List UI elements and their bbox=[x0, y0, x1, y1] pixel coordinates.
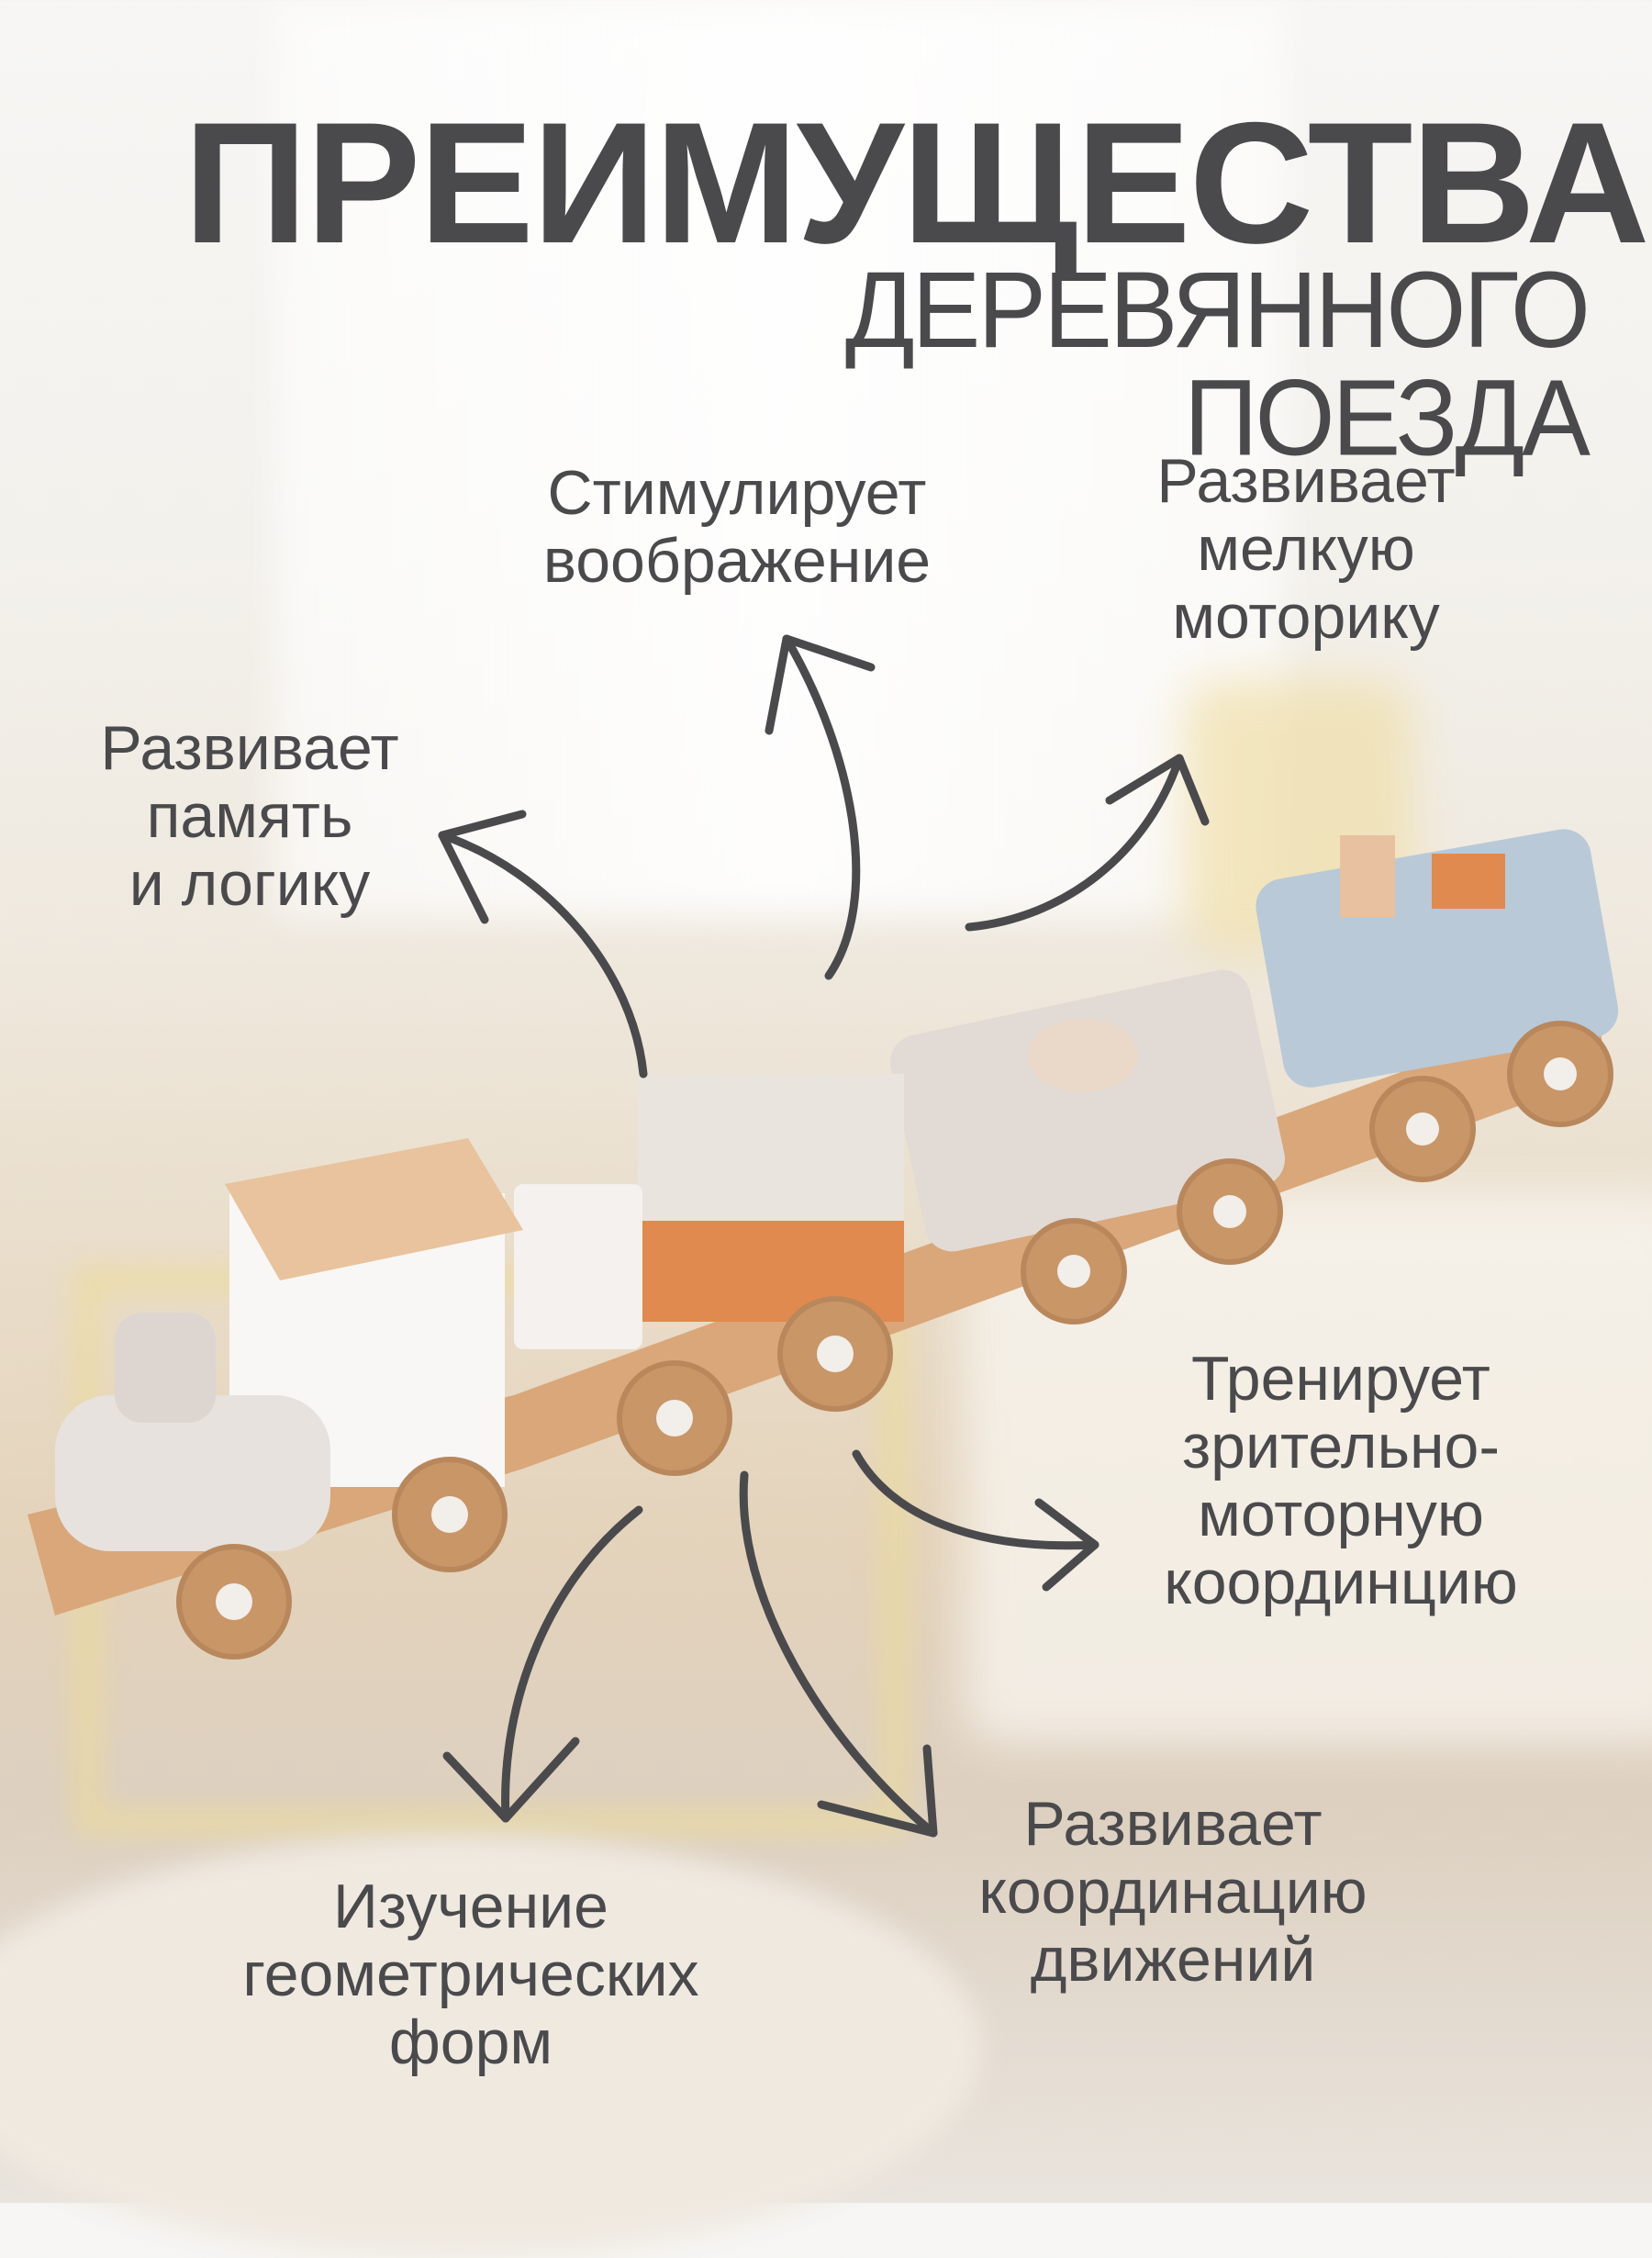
arrow-to-eye-hand-icon bbox=[852, 1449, 1099, 1592]
locomotive bbox=[55, 1138, 523, 1551]
benefit-line: воображение bbox=[542, 526, 932, 596]
stacker-wagon bbox=[514, 1074, 904, 1349]
arrow-to-geometry-icon bbox=[442, 1505, 643, 1823]
benefit-line: координацию bbox=[978, 1857, 1367, 1927]
arrow-to-movement-icon bbox=[739, 1470, 938, 1838]
benefit-geometry: Изучение геометрических форм bbox=[150, 1872, 792, 2076]
benefit-line: Стимулирует bbox=[547, 458, 927, 528]
benefit-memory: Развивает память и логику bbox=[0, 714, 571, 918]
benefit-line: координцию bbox=[1164, 1548, 1518, 1617]
benefit-line: форм bbox=[388, 2007, 553, 2077]
benefit-line: движений bbox=[1030, 1925, 1316, 1995]
wagon-grey bbox=[890, 969, 1285, 1252]
wheels bbox=[176, 1021, 1613, 1660]
benefit-line: Тренирует bbox=[1191, 1344, 1490, 1414]
benefit-line: память bbox=[146, 781, 353, 851]
arrows-layer bbox=[438, 634, 1210, 1838]
benefit-line: геометрических bbox=[242, 1939, 699, 2009]
benefit-line: мелкую bbox=[1197, 514, 1415, 584]
wheel-caps bbox=[216, 1057, 1577, 1620]
benefit-fine-motor: Развивает мелкую моторику bbox=[985, 447, 1627, 651]
benefit-line: Развивает bbox=[1023, 1789, 1323, 1859]
arrow-to-fine-motor-icon bbox=[965, 754, 1210, 932]
page-title: ПРЕИМУЩЕСТВА bbox=[184, 86, 1650, 279]
benefit-line: моторику bbox=[1172, 582, 1440, 652]
wooden-train-illustration bbox=[28, 829, 1619, 1660]
arrow-to-imagination-icon bbox=[765, 634, 876, 980]
benefit-line: Развивает bbox=[100, 713, 399, 783]
benefit-line: Изучение bbox=[333, 1872, 608, 1941]
benefit-imagination: Стимулирует воображение bbox=[416, 459, 1058, 595]
benefit-line: Развивает bbox=[1156, 446, 1456, 516]
benefit-eye-hand: Тренирует зрительно- моторную координцию bbox=[1020, 1345, 1652, 1616]
benefit-movement: Развивает координацию движений bbox=[852, 1790, 1494, 1994]
wagon-blue bbox=[1256, 829, 1619, 1088]
benefit-line: зрительно- bbox=[1181, 1412, 1501, 1481]
page-subtitle: ДЕРЕВЯННОГО ПОЕЗДА bbox=[844, 250, 1591, 478]
arrow-to-memory-icon bbox=[438, 810, 648, 1079]
benefit-line: и логику bbox=[128, 849, 371, 919]
benefit-line: моторную bbox=[1198, 1480, 1484, 1549]
